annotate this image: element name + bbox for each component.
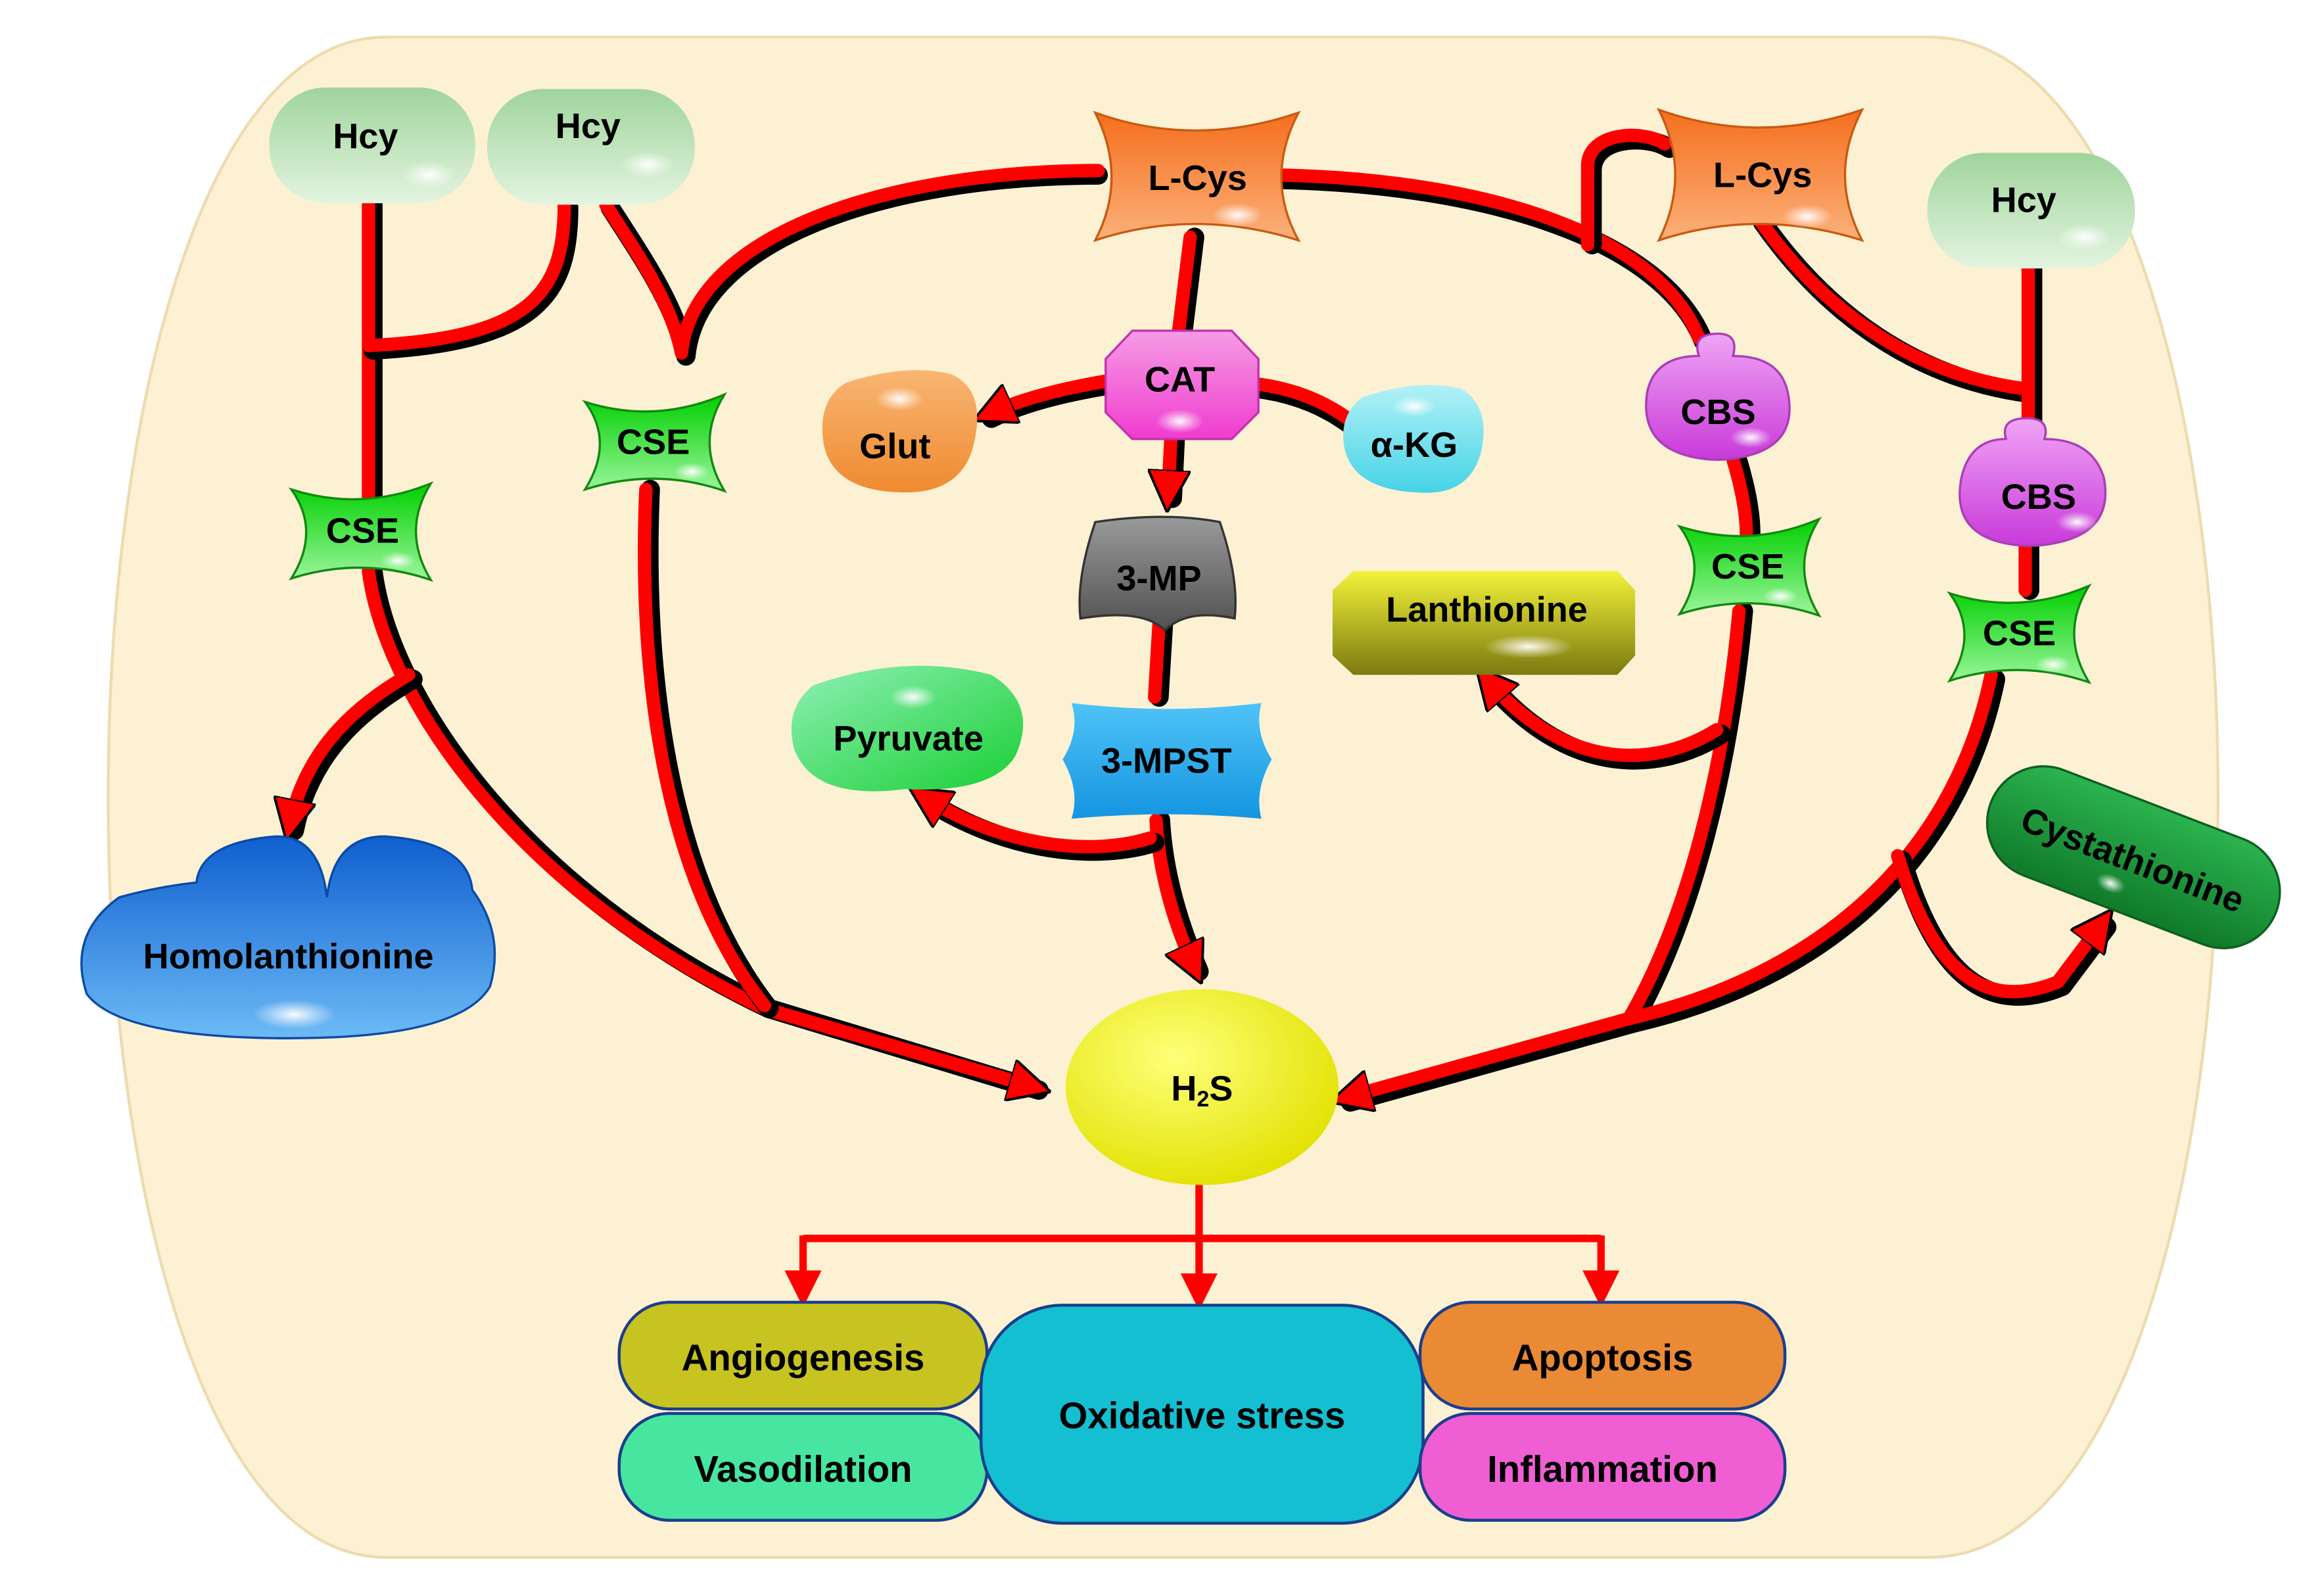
homolanthionine-label: Homolanthionine [143, 937, 434, 976]
effect-inflammation: Inflammation [1418, 1411, 1787, 1522]
h2s-label-h: H [1171, 1069, 1197, 1108]
cat-node: CAT [1104, 329, 1260, 440]
lanthionine-node: Lanthionine [1332, 571, 1636, 675]
cat-label: CAT [1145, 360, 1215, 400]
effect-oxidative-stress: Oxidative stress [980, 1304, 1425, 1525]
hcy-node-3: Hcy [1927, 153, 2135, 269]
hcy-label-2: Hcy [556, 107, 621, 146]
cse-node-2: CSE [582, 392, 728, 493]
lcys-label-2: L-Cys [1713, 155, 1812, 195]
cse-label-1: CSE [326, 511, 399, 551]
cse-label-4: CSE [1983, 613, 2056, 653]
mp-node: 3-MP [1078, 515, 1237, 632]
h2s-node: H2S [1065, 989, 1339, 1185]
h2s-label-s: S [1209, 1069, 1233, 1108]
pyruvate-label: Pyruvate [833, 719, 984, 759]
cbs-node-1: CBS [1645, 332, 1791, 462]
cbs-node-2: CBS [1958, 417, 2107, 547]
h2s-label-sub: 2 [1197, 1087, 1209, 1112]
mpst-label: 3-MPST [1101, 741, 1231, 780]
cse-node-1: CSE [288, 481, 434, 582]
lcys-node-2: L-Cys [1656, 107, 1864, 243]
akg-node: α-KG [1343, 385, 1484, 493]
glut-node: Glut [822, 370, 978, 493]
effect-arrows [784, 1183, 1620, 1311]
cbs-label-1: CBS [1680, 392, 1755, 432]
akg-label: α-KG [1371, 425, 1458, 465]
angiogenesis-label: Angiogenesis [682, 1337, 925, 1379]
cse-label-3: CSE [1711, 547, 1784, 586]
vasodilation-label: Vasodilation [694, 1448, 912, 1490]
apoptosis-label: Apoptosis [1512, 1337, 1694, 1379]
lanthionine-label: Lanthionine [1386, 590, 1588, 629]
glut-label: Glut [859, 427, 930, 466]
effect-vasodilation: Vasodilation [617, 1411, 989, 1522]
cbs-label-2: CBS [2001, 477, 2076, 517]
pathway-wires [290, 128, 2117, 1102]
mp-label: 3-MP [1116, 559, 1201, 598]
effect-apoptosis: Apoptosis [1418, 1300, 1787, 1411]
hcy-node-2: Hcy [486, 89, 695, 205]
oxidative-label: Oxidative stress [1059, 1395, 1346, 1436]
h2s-label: H2S [1171, 1069, 1233, 1112]
cse-node-4: CSE [1947, 583, 2092, 684]
lcys-label-1: L-Cys [1148, 158, 1246, 198]
homolanthionine-node: Homolanthionine [80, 835, 496, 1039]
hcy-label-1: Hcy [333, 117, 398, 156]
hcy-label-3: Hcy [1991, 181, 2056, 220]
lcys-node-1: L-Cys [1093, 110, 1301, 243]
cse-node-3: CSE [1676, 516, 1822, 618]
cse-label-2: CSE [617, 422, 690, 462]
inflammation-label: Inflammation [1487, 1448, 1718, 1490]
hcy-node-1: Hcy [269, 87, 475, 204]
pyruvate-node: Pyruvate [791, 665, 1024, 792]
effect-angiogenesis: Angiogenesis [617, 1300, 989, 1411]
mpst-node: 3-MPST [1062, 703, 1272, 819]
